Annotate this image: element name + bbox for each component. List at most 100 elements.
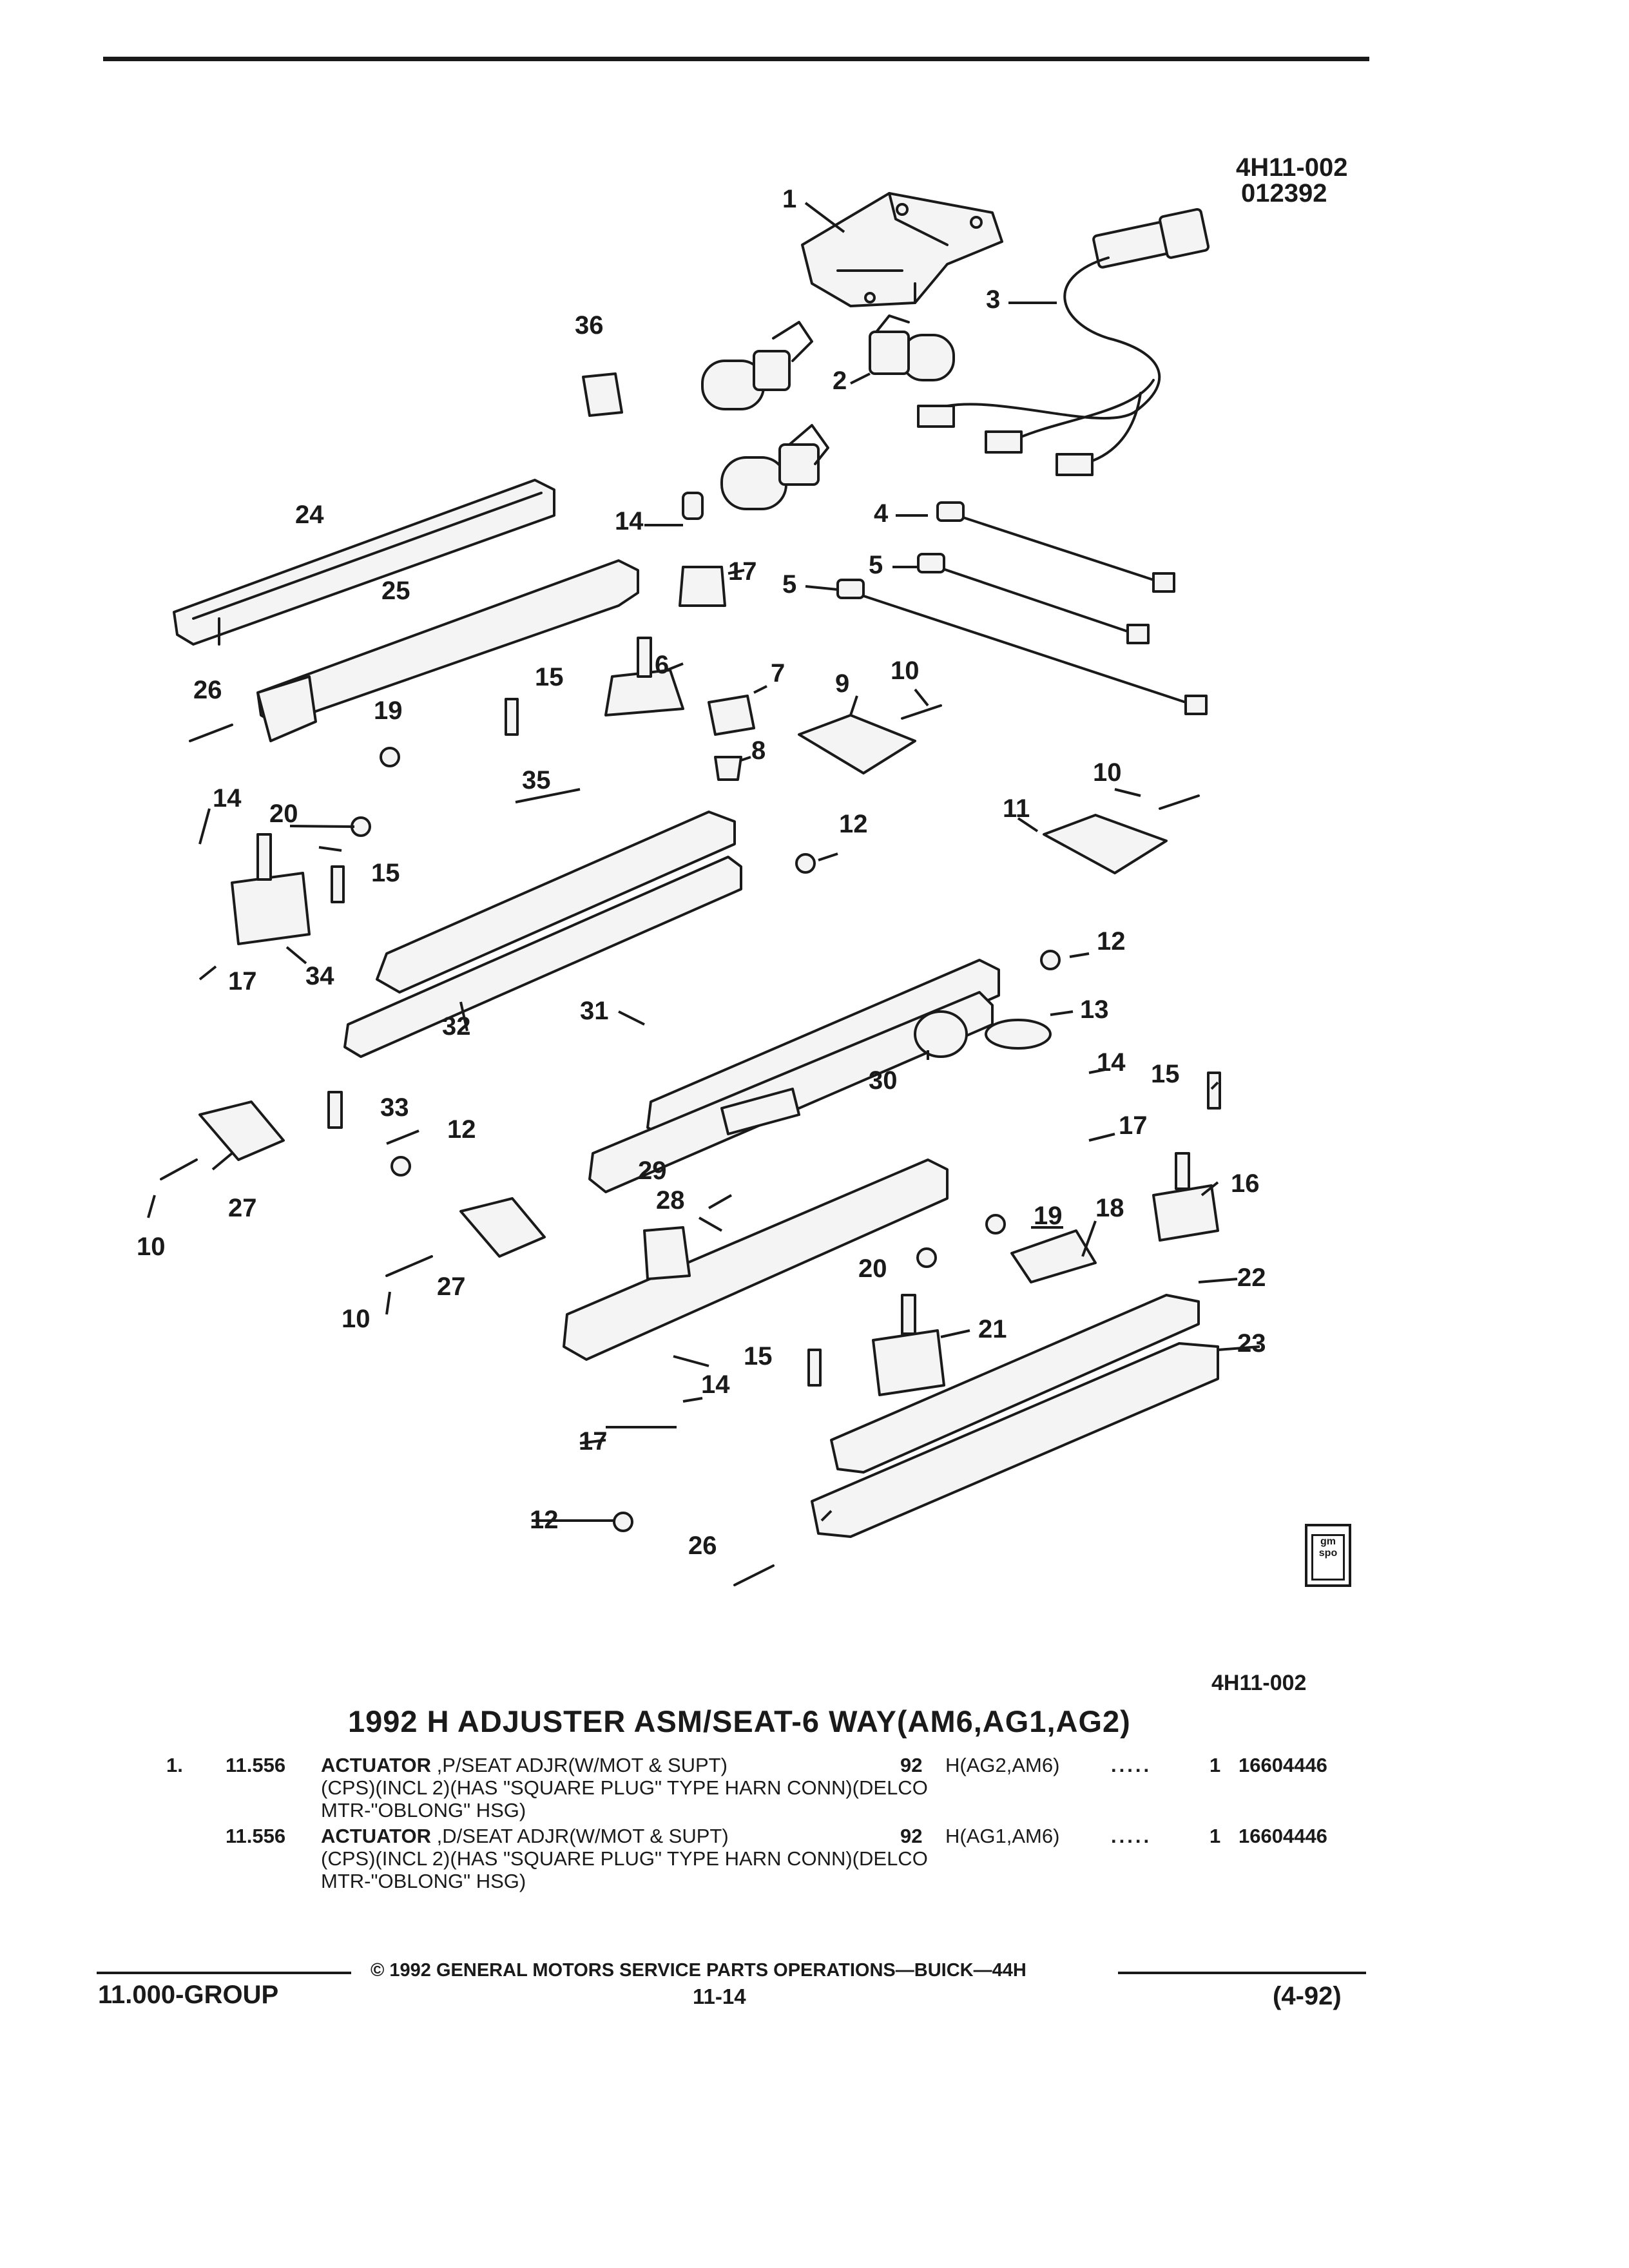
callout-14d: 14	[701, 1370, 730, 1399]
part-desc-first: ,D/SEAT ADJR(W/MOT & SUPT)	[431, 1825, 729, 1847]
callout-20a: 20	[269, 800, 298, 828]
misc-pads-spring	[198, 1010, 1052, 1258]
callout-17a: 17	[728, 557, 757, 586]
callout-27b: 27	[437, 1273, 466, 1301]
gm-spo-logo: gm spo	[1305, 1524, 1351, 1587]
part-description: ACTUATOR ,P/SEAT ADJR(W/MOT & SUPT)(CPS)…	[321, 1754, 952, 1821]
callout-25: 25	[381, 577, 410, 605]
callout-1: 1	[782, 185, 796, 213]
callout-12b: 12	[1097, 927, 1126, 956]
callout-30: 30	[869, 1066, 898, 1095]
callout-13: 13	[1080, 995, 1109, 1024]
callout-labels: 1 2 3 4 5 5 6 7 8 9 10 10 10 10 11 12 12…	[137, 185, 1266, 1560]
part-31-32-seat-tracks	[343, 811, 1000, 1193]
small-parts-upper	[604, 492, 1200, 874]
part-number: 16604446	[1239, 1754, 1327, 1776]
revision-date: (4-92)	[1273, 1982, 1342, 2010]
callout-27a: 27	[228, 1194, 257, 1222]
callout-28: 28	[656, 1186, 685, 1215]
part-number: 16604446	[1239, 1825, 1327, 1847]
parts-row: 11.556 ACTUATOR ,D/SEAT ADJR(W/MOT & SUP…	[155, 1825, 1379, 1892]
part-22-23-side-covers	[811, 1294, 1219, 1538]
callout-3: 3	[986, 285, 1000, 314]
part-4-5-drive-cables	[836, 501, 1208, 715]
callout-17d: 17	[579, 1427, 608, 1456]
part-28-lower-track	[563, 1158, 949, 1361]
parts-table: 1. 11.556 ACTUATOR ,P/SEAT ADJR(W/MOT & …	[155, 1754, 1379, 1892]
part-name: ACTUATOR	[321, 1754, 432, 1776]
callout-12a: 12	[839, 810, 868, 838]
part-desc-first: ,P/SEAT ADJR(W/MOT & SUPT)	[431, 1754, 728, 1776]
callout-10c: 10	[137, 1233, 166, 1261]
copyright-notice: © 1992 GENERAL MOTORS SERVICE PARTS OPER…	[371, 1960, 1027, 1981]
quantity: 1	[1210, 1754, 1221, 1776]
callout-2: 2	[833, 367, 847, 395]
callout-34: 34	[305, 962, 334, 990]
callout-14a: 14	[615, 507, 644, 535]
application: H(AG1,AM6)	[945, 1825, 1060, 1847]
part-name: ACTUATOR	[321, 1825, 432, 1847]
section-title: 1992 H ADJUSTER ASM/SEAT-6 WAY(AM6,AG1,A…	[348, 1704, 1131, 1738]
figure-bottom-code: 4H11-002	[1211, 1671, 1307, 1695]
callout-12c: 12	[447, 1115, 476, 1144]
callout-11: 11	[1003, 794, 1030, 823]
quantity: 1	[1210, 1825, 1221, 1847]
callout-10d: 10	[342, 1305, 371, 1333]
callout-21: 21	[978, 1315, 1007, 1343]
callout-5a: 5	[869, 551, 883, 579]
callout-6: 6	[655, 651, 669, 679]
actuators-lower	[231, 833, 1219, 1396]
leader-lines	[147, 202, 1260, 1522]
callout-4: 4	[874, 499, 889, 528]
ref-number: 1.	[166, 1754, 183, 1776]
application: H(AG2,AM6)	[945, 1754, 1060, 1776]
callout-17c: 17	[1119, 1111, 1148, 1140]
callout-17b: 17	[228, 967, 257, 995]
parts-row: 1. 11.556 ACTUATOR ,P/SEAT ADJR(W/MOT & …	[155, 1754, 1379, 1821]
leader-dots: .....	[1111, 1754, 1152, 1776]
part-3-wiring-harness	[917, 207, 1210, 476]
callout-29: 29	[638, 1157, 667, 1185]
callout-32: 32	[442, 1012, 471, 1041]
callout-10b: 10	[1093, 758, 1122, 787]
callout-9: 9	[835, 669, 849, 698]
top-rule	[103, 57, 1369, 61]
figure-ref-date: 012392	[1241, 179, 1327, 207]
callout-7: 7	[771, 659, 785, 687]
model-year: 92	[900, 1754, 923, 1776]
callout-33: 33	[380, 1093, 409, 1122]
group-code: 11.556	[226, 1754, 286, 1776]
callout-5b: 5	[782, 570, 796, 599]
callout-23: 23	[1237, 1329, 1266, 1358]
callout-15d: 15	[744, 1342, 773, 1370]
callout-22: 22	[1237, 1264, 1266, 1292]
leader-dots: .....	[1111, 1825, 1152, 1847]
callout-20b: 20	[858, 1254, 887, 1283]
callout-15c: 15	[1151, 1060, 1180, 1088]
footer-rule-left	[97, 1972, 351, 1974]
callout-16: 16	[1231, 1169, 1260, 1198]
callout-26b: 26	[688, 1532, 717, 1560]
callout-36: 36	[575, 311, 604, 340]
callout-31: 31	[580, 997, 609, 1025]
page-number: 11-14	[693, 1984, 746, 2008]
callout-19b: 19	[1034, 1202, 1063, 1230]
callout-14c: 14	[1097, 1048, 1126, 1077]
group-number: 11.000-GROUP	[98, 1981, 279, 2009]
part-36-clip	[582, 372, 623, 417]
part-desc-rest: (CPS)(INCL 2)(HAS "SQUARE PLUG" TYPE HAR…	[321, 1776, 928, 1821]
part-1-bracket	[801, 192, 1003, 307]
callout-18: 18	[1095, 1194, 1124, 1222]
group-code: 11.556	[226, 1825, 286, 1847]
part-24-25-covers	[173, 479, 639, 742]
part-2-motor-assemblies	[701, 314, 955, 510]
callout-12d: 12	[530, 1506, 559, 1534]
callout-14b: 14	[213, 784, 242, 812]
fasteners	[160, 698, 1221, 1586]
footer-rule-right	[1118, 1972, 1366, 1974]
callout-26a: 26	[193, 676, 222, 704]
callout-15a: 15	[535, 663, 564, 691]
callout-10a: 10	[891, 657, 920, 685]
callout-24: 24	[295, 501, 324, 529]
